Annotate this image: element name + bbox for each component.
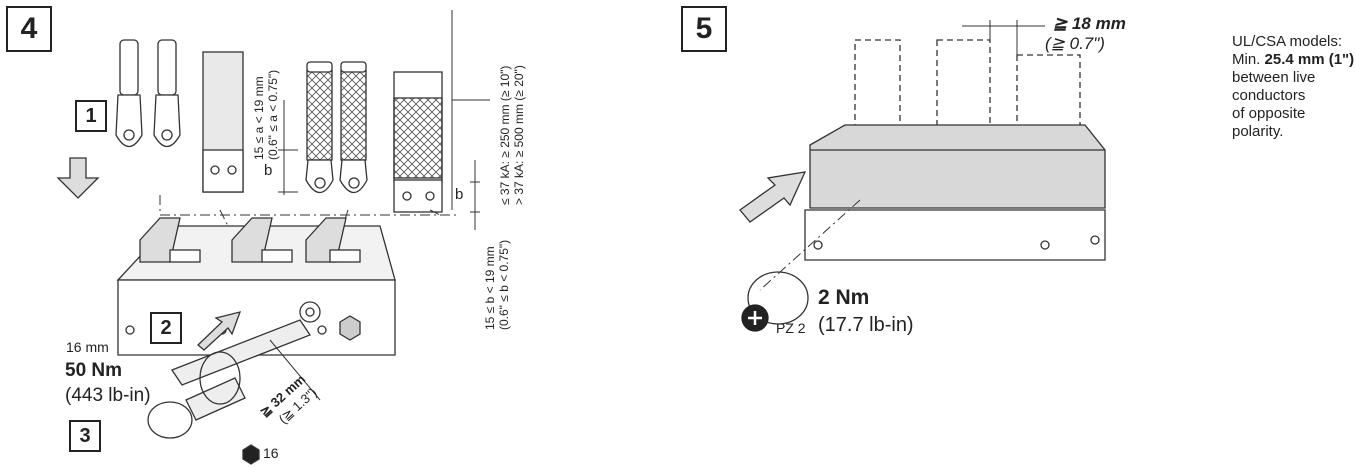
- step-5-label: 5: [681, 6, 727, 52]
- dim-b-label-1: b: [264, 162, 273, 179]
- ul-line-2-bold: 25.4 mm (1"): [1264, 51, 1355, 68]
- gap-in: (≧ 0.7"): [1045, 34, 1105, 53]
- substep-1-label: 1: [75, 100, 107, 132]
- ul-line-4: of opposite polarity.: [1232, 105, 1306, 140]
- dim-b-in: (0.6" ≤ b < 0.75"): [497, 239, 511, 330]
- dim-b-mm: 15 ≤ b < 19 mm: [483, 246, 497, 330]
- dim-kA-high: > 37 kA: ≥ 500 mm (≥ 20"): [512, 65, 526, 205]
- hex-size: 16: [263, 445, 279, 461]
- wrench-size: 16 mm: [66, 339, 109, 355]
- ul-line-2-prefix: Min.: [1232, 51, 1265, 68]
- push-arrow-icon: [197, 311, 242, 351]
- busbar-plain: [202, 51, 244, 193]
- dim-a-mm: 15 ≤ a < 19 mm: [252, 76, 266, 160]
- dim-a-in: (0.6" ≤ a < 0.75"): [266, 69, 280, 160]
- torque-5-imperial: (17.7 lb-in): [818, 314, 914, 336]
- driver-type: PZ 2: [776, 320, 806, 336]
- torque-5: 2 Nm: [818, 286, 870, 309]
- torque-4: 50 Nm: [65, 360, 123, 381]
- wrench: [147, 315, 361, 439]
- dim-kA-low: ≤ 37 kA: ≥ 250 mm (≥ 10"): [498, 65, 512, 205]
- step-4-label: 4: [6, 6, 52, 52]
- braided-busbar: [393, 71, 443, 213]
- dim-b-label-2: b: [455, 186, 464, 203]
- ul-line-3: between live conductors: [1232, 69, 1316, 104]
- cable-lug-pair: [115, 39, 181, 148]
- torque-4-imperial: (443 lb-in): [65, 385, 151, 406]
- ul-line-1: UL/CSA models:: [1232, 33, 1343, 50]
- gap-mm: ≧ 18 mm: [1053, 14, 1126, 33]
- terminal-cover-5: [804, 124, 1106, 261]
- ul-line-2: Min. 25.4 mm (1"): [1232, 51, 1355, 69]
- substep-3-label: 3: [69, 420, 101, 452]
- down-arrow-icon: [56, 157, 100, 199]
- push-arrow-icon-5: [739, 171, 807, 223]
- rotation-arrow-icon: [747, 271, 809, 325]
- terminal-block: [116, 217, 396, 356]
- braided-lug-pair: [305, 61, 368, 194]
- hex-icon: [242, 444, 260, 465]
- substep-2-label: 2: [150, 312, 182, 344]
- ul-csa-note: UL/CSA models: Min. 25.4 mm (1") between…: [1232, 33, 1355, 141]
